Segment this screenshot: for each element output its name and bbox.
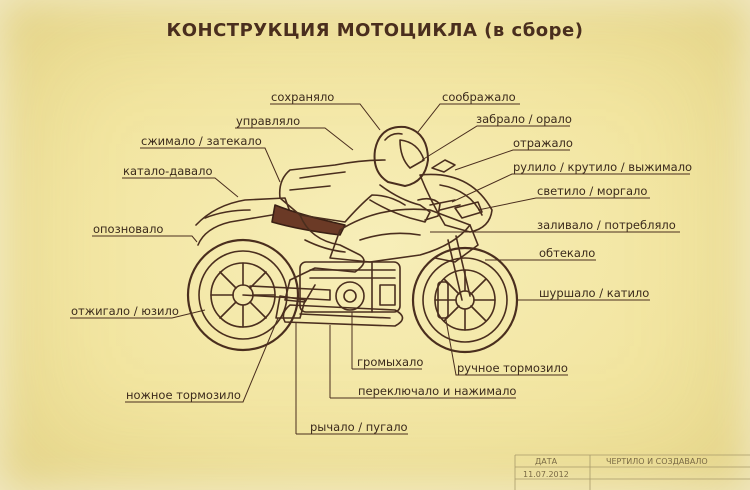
label-opoznovalo: опозновало (93, 222, 164, 236)
leader-szhimalo (140, 147, 281, 183)
leader-upravlyalo (235, 127, 354, 151)
rear-wheel (186, 238, 300, 352)
title-block-author-header: ЧЕРТИЛО И СОЗДАВАЛО (606, 457, 708, 466)
leader-rulilo (451, 173, 690, 203)
label-katalo: катало-давало (123, 164, 213, 178)
title-block-date-value: 11.07.2012 (523, 470, 569, 479)
label-rychalo: рычало / пугало (310, 420, 408, 434)
label-szhimalo: сжимало / затекало (141, 134, 262, 148)
engine (299, 261, 401, 313)
label-svetilo: светило / моргало (537, 184, 648, 198)
title-block-date-header: ДАТА (535, 457, 558, 466)
label-zabralo: забрало / орало (476, 112, 572, 126)
leader-svetilo (477, 197, 650, 211)
label-zalivalo: заливало / потребляло (537, 218, 676, 232)
label-pereklyuchalo: переключало и нажимало (358, 384, 517, 398)
leader-nozhnoe (125, 317, 279, 403)
label-ruchnoe: ручное тормозило (457, 361, 568, 375)
leader-otzhigalo (70, 309, 206, 319)
label-obtekalo: обтекало (539, 246, 596, 260)
page-title: КОНСТРУКЦИЯ МОТОЦИКЛА (в сборе) (166, 20, 584, 41)
label-rulilo: рулило / крутило / выжимало (513, 160, 693, 174)
label-otzhigalo: отжигало / юзило (71, 304, 179, 318)
leader-sohranyalo (270, 103, 381, 131)
label-gromyhalo: громыхало (357, 355, 424, 369)
leader-zabralo (421, 125, 570, 161)
title-block (514, 454, 750, 490)
leader-katalo (122, 177, 239, 198)
leader-ruchnoe (445, 319, 568, 376)
leader-opoznovalo (92, 235, 198, 243)
rider (275, 125, 441, 319)
label-soobrazhalo: соображало (442, 90, 516, 104)
label-shurshalo: шуршало / катило (539, 286, 650, 300)
leader-otrazhalo (454, 149, 570, 171)
leader-soobrazhalo (417, 103, 520, 133)
label-nozhnoe: ножное тормозило (126, 388, 241, 402)
label-sohranyalo: сохраняло (271, 90, 335, 104)
label-upravlyalo: управляло (236, 114, 301, 128)
label-otrazhalo: отражало (513, 136, 573, 150)
